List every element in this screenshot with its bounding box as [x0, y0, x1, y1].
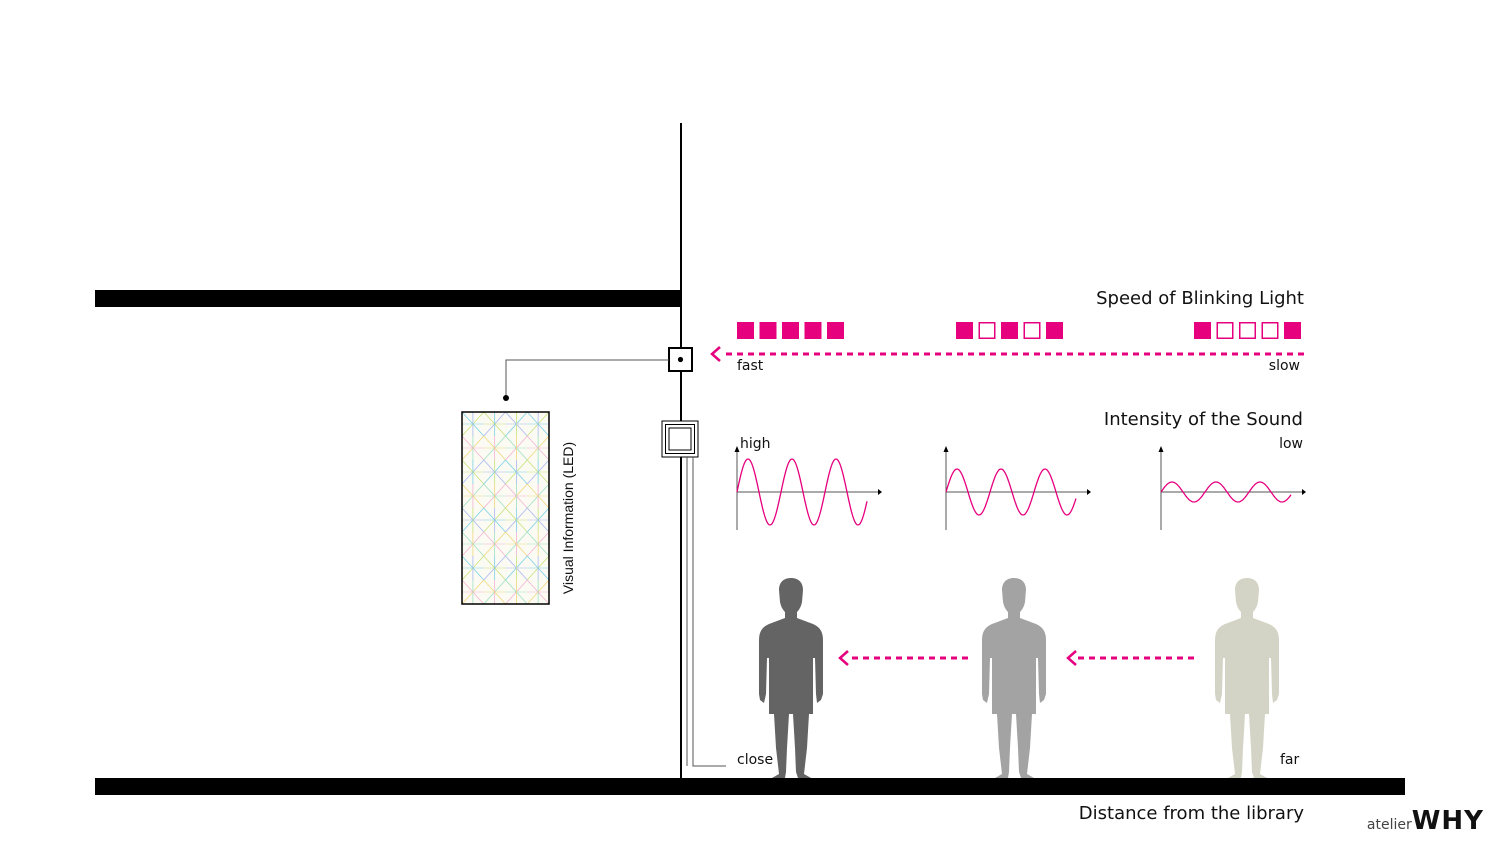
blink-speed-title: Speed of Blinking Light [1096, 288, 1304, 309]
light-sensor-dot [677, 356, 684, 363]
blink-square-off [1023, 322, 1041, 339]
wave-axis-arrow [734, 446, 740, 452]
high-label: high [740, 436, 771, 452]
person-silhouette [759, 578, 823, 778]
brand-prefix: atelier [1366, 817, 1412, 833]
sound-intensity-title: Intensity of the Sound [1103, 409, 1303, 430]
led-connector-dot [503, 395, 509, 401]
blink-square-on [1284, 322, 1301, 339]
fast-label: fast [737, 358, 764, 374]
low-label: low [1279, 436, 1303, 452]
close-label: close [737, 752, 774, 768]
blink-square-off [1239, 322, 1256, 339]
person-silhouette [982, 578, 1046, 778]
wave-axis-arrow [1158, 446, 1164, 452]
led-label: Visual Information (LED) [560, 441, 576, 595]
blink-square-on [1046, 322, 1063, 339]
blink-square-off [1261, 322, 1279, 339]
sound-wave-medium [945, 468, 1077, 516]
blink-square-off [1216, 322, 1234, 339]
wave-axis-arrow [878, 489, 882, 495]
floor-slab [95, 778, 1405, 795]
proximity-bracket [692, 457, 726, 767]
sound-wave-high [736, 458, 868, 526]
brand-logo: atelierWHY [1367, 806, 1484, 836]
led-panel [461, 411, 550, 605]
blink-patterns [737, 322, 1301, 339]
blink-square-off [978, 322, 996, 339]
blink-square-on [1001, 322, 1018, 339]
blink-square-on [782, 322, 799, 339]
speaker-box [661, 420, 699, 458]
blink-square-on [759, 322, 777, 339]
distance-caption: Distance from the library [1078, 803, 1304, 824]
blink-arrow-head [710, 346, 721, 362]
slow-label: slow [1268, 358, 1300, 374]
brand-name: WHY [1411, 806, 1484, 836]
blink-square-on [804, 322, 822, 339]
blink-square-on [1194, 322, 1211, 339]
sound-waves [734, 446, 1306, 530]
blink-square-on [737, 322, 754, 339]
ceiling-slab [95, 290, 681, 307]
wave-axis-arrow [943, 446, 949, 452]
wave-axis-arrow [1302, 489, 1306, 495]
person-silhouette [1215, 578, 1279, 778]
blink-square-on [827, 322, 844, 339]
far-label: far [1280, 752, 1300, 768]
approach-arrow-far-head [1066, 650, 1077, 666]
people-group [759, 578, 1279, 778]
led-connector-line [505, 359, 669, 398]
approach-arrow-near-head [838, 650, 849, 666]
sound-wave-low [1160, 481, 1292, 503]
wave-axis-arrow [1087, 489, 1091, 495]
blink-square-on [956, 322, 973, 339]
